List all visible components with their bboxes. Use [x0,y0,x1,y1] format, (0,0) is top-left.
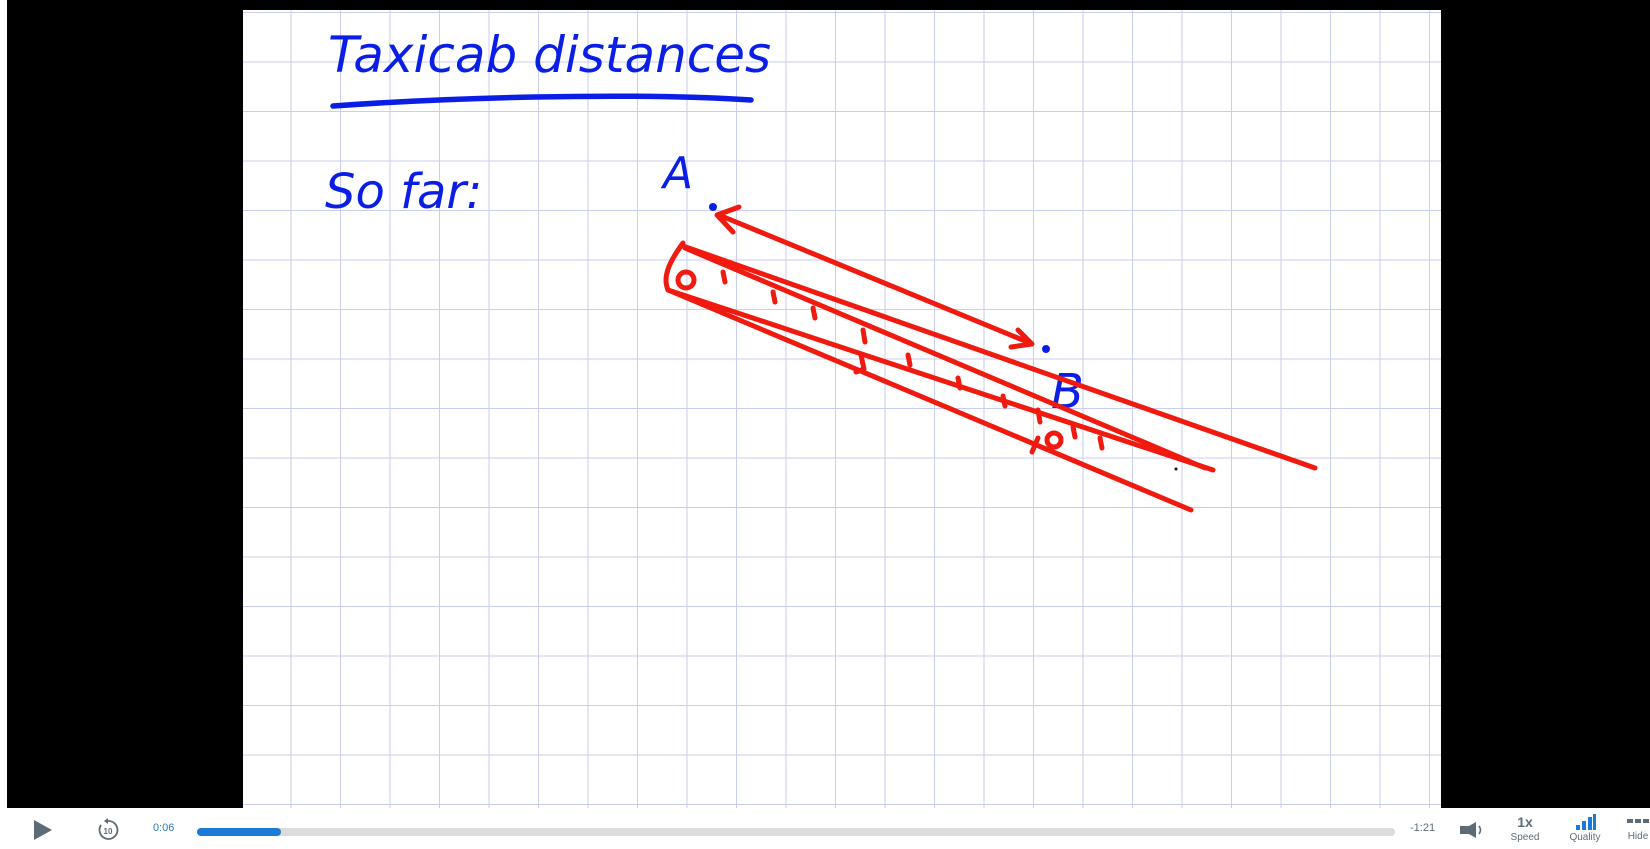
slide-title: Taxicab distances [328,26,771,84]
time-elapsed: 0:06 [153,822,175,834]
point-a-label: A [660,148,693,199]
slide-subtitle: So far: [325,164,482,220]
hide-bars-icon [1627,819,1649,823]
ink-dot [1174,467,1178,471]
progress-bar[interactable] [197,828,1395,836]
progress-fill [197,828,281,836]
quality-button[interactable]: Quality [1560,810,1610,848]
rewind-10-button[interactable]: 10 [94,816,122,844]
play-button[interactable] [30,818,56,842]
handwriting-canvas: Taxicab distances So far: A B [325,26,1318,513]
time-remaining: -1:21 [1410,822,1436,834]
speed-button[interactable]: 1x Speed [1505,810,1545,848]
point-a-dot [709,203,717,211]
hide-button[interactable]: Hide [1618,810,1650,848]
speed-value: 1x [1517,814,1533,830]
title-underline [330,93,754,109]
distance-arrow [714,204,1035,350]
video-frame[interactable]: Taxicab distances So far: A B [7,0,1650,808]
speed-label: Speed [1510,832,1540,843]
ruler-drawing [663,240,1318,513]
point-b-dot [1042,345,1050,353]
rewind-10-icon: 10 [98,818,119,840]
volume-button[interactable] [1456,818,1486,842]
player-controls: 10 0:06 -1:21 1x Speed [0,808,1650,849]
rewind-label: 10 [104,827,113,836]
play-icon [34,820,52,840]
whiteboard-slide: Taxicab distances So far: A B [243,10,1441,808]
signal-bars-icon [1576,814,1596,830]
volume-icon [1460,822,1482,838]
hide-label: Hide [1627,831,1649,842]
quality-label: Quality [1569,832,1601,843]
